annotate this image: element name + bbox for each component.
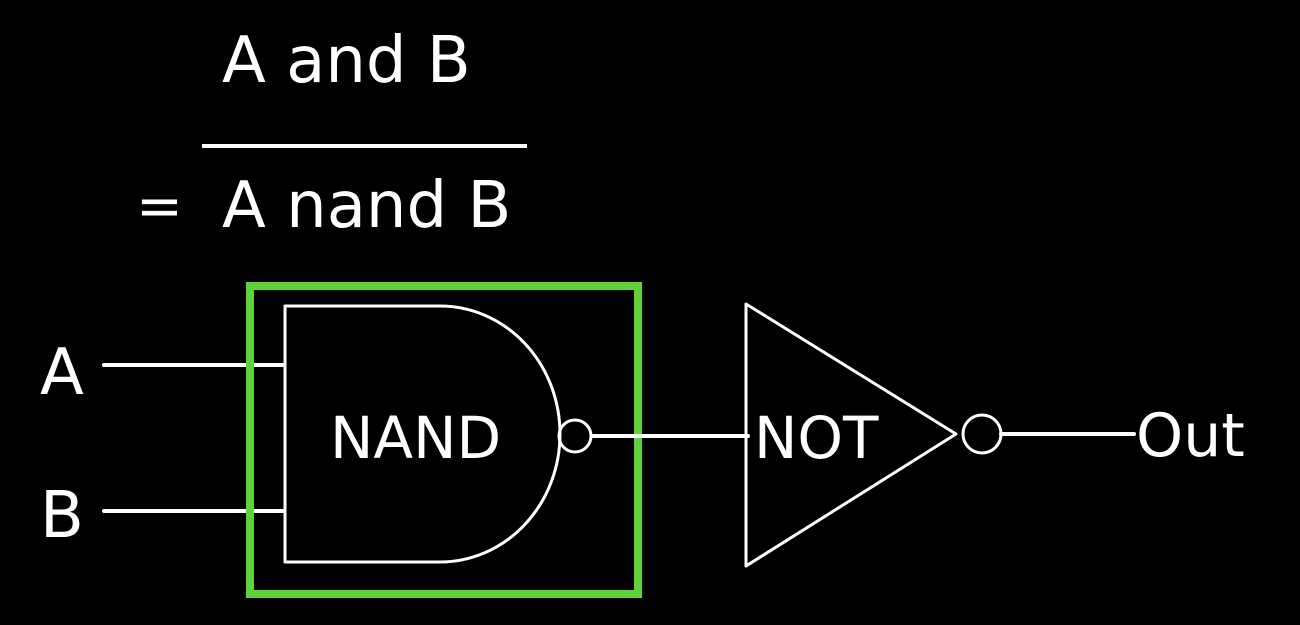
input-a-label: A [40,336,84,410]
equation-bottom-expression: A nand B [222,169,511,243]
output-label: Out [1136,401,1245,471]
nand-gate-label: NAND [330,404,501,472]
not-inversion-bubble [961,413,1003,455]
not-gate-label: NOT [754,404,879,472]
input-b-label: B [40,479,84,553]
nand-highlight-box [246,282,642,598]
equation-top-expression: A and B [222,24,471,98]
nand-inversion-bubble [557,418,593,454]
not-gate-body [744,302,958,568]
equation-equals-sign: = [136,174,183,239]
